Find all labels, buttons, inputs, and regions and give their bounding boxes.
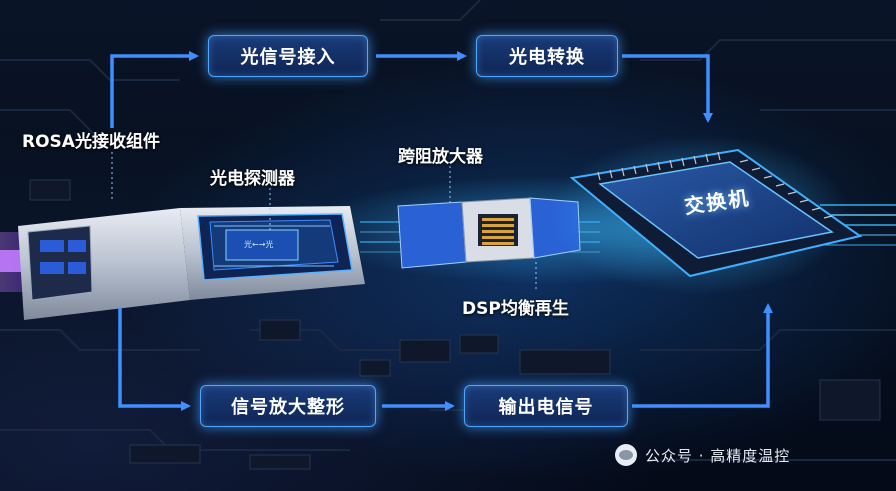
- label-dsp: DSP均衡再生: [462, 299, 569, 319]
- watermark: 公众号 · 高精度温控: [615, 440, 790, 470]
- rosa-module: [18, 206, 365, 320]
- step-output-signal: 输出电信号: [464, 385, 628, 427]
- step-signal-amp-shaping-label: 信号放大整形: [231, 397, 345, 418]
- step-output-signal-label: 输出电信号: [498, 397, 594, 418]
- flow-arrows: [110, 51, 773, 411]
- switch-chip: [550, 135, 863, 295]
- label-rosa: ROSA光接收组件: [22, 132, 160, 152]
- chip-micro-text: 光←→光: [244, 240, 274, 249]
- leader-lines: [111, 152, 537, 290]
- step-photoelectric-conversion: 光电转换: [476, 35, 618, 77]
- board-components: [29, 179, 881, 470]
- step-optical-input-label: 光信号接入: [240, 47, 336, 68]
- label-tia: 跨阻放大器: [398, 147, 483, 167]
- watermark-text: 公众号 · 高精度温控: [645, 446, 791, 465]
- step-photoelectric-conversion-label: 光电转换: [509, 47, 585, 68]
- wechat-icon: [615, 444, 637, 466]
- label-photodetector: 光电探测器: [210, 169, 295, 189]
- step-signal-amp-shaping: 信号放大整形: [200, 385, 376, 427]
- step-optical-input: 光信号接入: [208, 35, 368, 77]
